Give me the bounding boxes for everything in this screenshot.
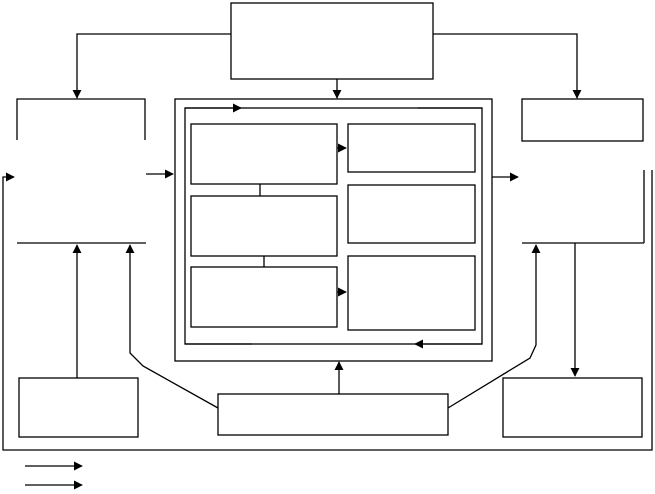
left-bracket-box <box>16 98 146 244</box>
right-top-box <box>521 98 644 142</box>
inner-box-6 <box>347 255 476 331</box>
bottom-center-box <box>217 393 449 436</box>
bottom-left-box <box>18 377 139 438</box>
top-center-box <box>230 2 434 80</box>
outer-feedback-loop <box>2 170 653 451</box>
right-bracket-box <box>522 170 645 244</box>
inner-box-4 <box>347 184 476 244</box>
center-inner-frame <box>184 107 483 345</box>
legend <box>25 461 83 490</box>
arrow-top-to-right <box>433 33 582 99</box>
bottom-right-box <box>502 377 643 438</box>
inner-box-1 <box>190 123 338 185</box>
inner-box-5 <box>190 266 338 328</box>
center-outer-frame <box>174 98 493 362</box>
inner-box-3 <box>190 195 338 257</box>
inner-box-2 <box>347 123 476 173</box>
arrow-bottom-center-to-right <box>447 244 541 409</box>
arrow-bottom-center-to-left <box>125 244 219 409</box>
arrow-top-to-left <box>72 33 231 99</box>
